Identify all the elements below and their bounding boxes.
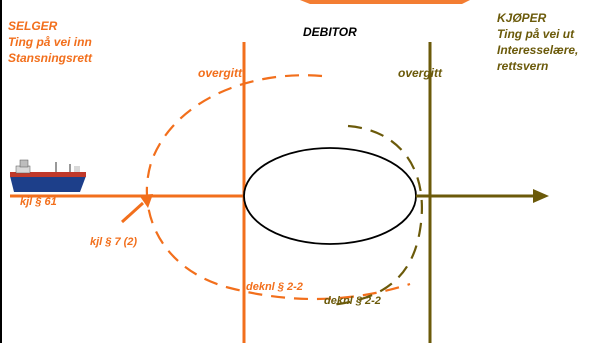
seller-title: SELGER: [8, 19, 58, 33]
seller-line-2: Ting på vei inn: [8, 35, 92, 49]
seller-label-group: SELGER Ting på vei inn Stansningsrett: [8, 19, 93, 65]
kjl61-label: kjl § 61: [20, 196, 57, 208]
buyer-dashed-arc: [329, 124, 423, 307]
kjl72-arrowhead: [139, 194, 153, 208]
overgitt-buyer-label: overgitt: [398, 66, 443, 80]
overgitt-seller-label: overgitt: [198, 66, 243, 80]
kjl72-label: kjl § 7 (2): [90, 236, 137, 248]
buyer-line-2: Ting på vei ut: [497, 27, 575, 41]
seller-line-3: Stansningsrett: [8, 51, 93, 65]
deknl-left-label: deknl § 2-2: [246, 281, 303, 293]
buyer-line-4: rettsvern: [497, 59, 548, 73]
buyer-flow-arrowhead: [533, 189, 549, 203]
deknl-right-label: deknl § 2-2: [324, 295, 381, 307]
ship-icon: [10, 159, 86, 192]
buyer-label-group: KJØPER Ting på vei ut Interesselære, ret…: [497, 11, 578, 73]
debitor-title: DEBITOR: [303, 25, 357, 39]
buyer-line-3: Interesselære,: [497, 43, 578, 57]
debitor-ellipse: [243, 147, 417, 245]
buyer-title: KJØPER: [497, 11, 547, 25]
kjl72-arrow-shaft: [120, 201, 145, 224]
seller-dashed-arc: [145, 74, 411, 301]
title-remnant: [300, 0, 470, 4]
